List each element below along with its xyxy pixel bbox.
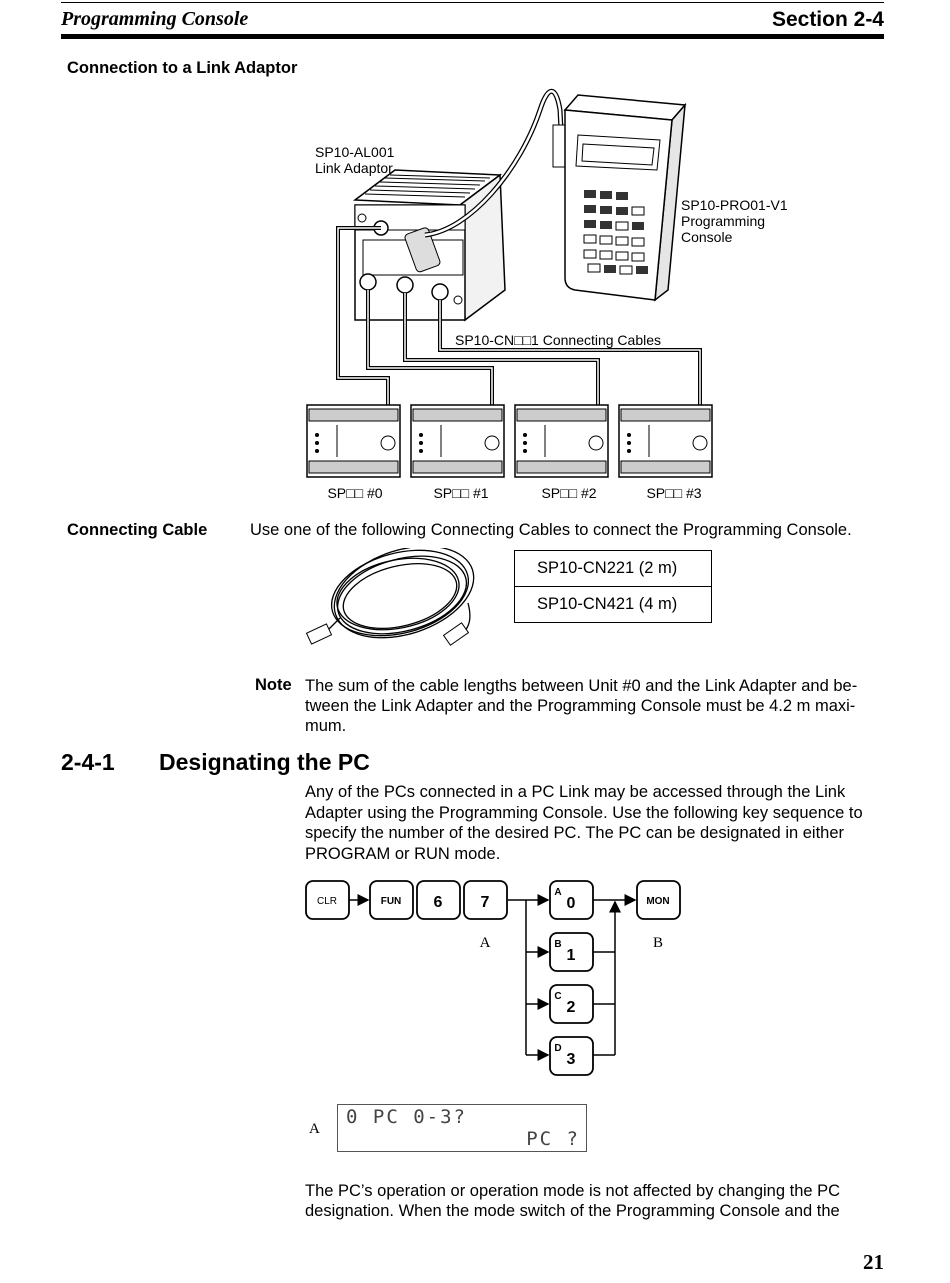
- unit-label-0: SP□□ #0: [327, 485, 382, 501]
- six-key: [416, 880, 461, 920]
- lcd-line-2: PC ?: [526, 1128, 580, 1150]
- cable-table: SP10-CN221 (2 m) SP10-CN421 (4 m): [514, 550, 712, 623]
- link-adaptor-device: [352, 169, 506, 322]
- section-para-line-3: specify the number of the desired PC. Th…: [305, 824, 845, 842]
- console-label-line1: SP10-PRO01-V1: [681, 197, 788, 213]
- section-para-line-1: Any of the PCs connected in a PC Link ma…: [305, 783, 846, 801]
- console-cable-plug: [552, 124, 566, 168]
- fun-key-label: FUN: [381, 896, 402, 907]
- sp-unit-0: [306, 404, 401, 478]
- link-adaptor-illustration: SP10-AL001 Link Adaptor SP10-PRO01-V1 Pr…: [306, 88, 788, 501]
- seven-key: [463, 880, 508, 920]
- seven-key-label: 7: [481, 894, 490, 911]
- three-key-sup: D: [554, 1043, 561, 1054]
- mon-key-label: MON: [646, 896, 669, 907]
- sp-unit-2: [514, 404, 609, 478]
- two-key-sup: C: [554, 991, 561, 1002]
- section-number: 2-4-1: [61, 749, 115, 775]
- mon-key: [636, 880, 681, 920]
- cables-label: SP10-CN□□1 Connecting Cables: [455, 332, 661, 348]
- clr-key-label: CLR: [317, 896, 337, 907]
- zero-key-sup: A: [554, 887, 561, 898]
- note-line-1: The sum of the cable lengths between Uni…: [305, 677, 858, 695]
- connecting-cable-intro: Use one of the following Connecting Cabl…: [250, 521, 852, 539]
- adaptor-label-line1: SP10-AL001: [315, 144, 395, 160]
- label-a: A: [480, 935, 491, 951]
- unit-label-1: SP□□ #1: [433, 485, 488, 501]
- sp-unit-3: [618, 404, 713, 478]
- connecting-cable-heading: Connecting Cable: [67, 521, 208, 539]
- header-rule: [61, 34, 884, 39]
- three-key-label: 3: [567, 1051, 576, 1068]
- section-title: Designating the PC: [159, 749, 370, 775]
- display-label: A: [309, 1121, 320, 1137]
- zero-key-label: 0: [567, 895, 576, 912]
- note-line-3: mum.: [305, 717, 347, 735]
- cable-cell: SP10-CN421 (4 m): [514, 586, 712, 623]
- link-adaptor-heading: Connection to a Link Adaptor: [67, 59, 298, 77]
- cable-coil-illustration: [305, 548, 475, 646]
- console-label-line3: Console: [681, 229, 733, 245]
- note-label: Note: [255, 676, 292, 694]
- page-number: 21: [863, 1250, 884, 1274]
- closing-line-2: designation. When the mode switch of the…: [305, 1202, 840, 1220]
- two-key: [549, 984, 594, 1024]
- header-top-rule: [61, 2, 884, 3]
- lcd-line-1: 0 PC 0-3?: [346, 1106, 467, 1128]
- key-sequence-diagram: CLR FUN 6 7 MON A 0 B 1 C 2 D 3 A B: [305, 880, 681, 1076]
- one-key-label: 1: [567, 947, 576, 964]
- six-key-label: 6: [434, 894, 443, 911]
- closing-line-1: The PC’s operation or operation mode is …: [305, 1182, 841, 1200]
- programming-console-device: [563, 94, 687, 302]
- lcd-display: 0 PC 0-3? PC ?: [337, 1104, 587, 1152]
- header-title: Programming Console: [61, 8, 249, 30]
- three-key: [549, 1036, 594, 1076]
- cable-cell: SP10-CN221 (2 m): [514, 550, 712, 587]
- sp-unit-1: [410, 404, 505, 478]
- table-row: SP10-CN421 (4 m): [514, 586, 712, 623]
- table-row: SP10-CN221 (2 m): [514, 550, 712, 587]
- one-key-sup: B: [554, 939, 561, 950]
- clr-key: [305, 880, 350, 920]
- note-line-2: tween the Link Adapter and the Programmi…: [305, 697, 856, 715]
- zero-key: [549, 880, 594, 920]
- console-label-line2: Programming: [681, 213, 765, 229]
- fun-key: [369, 880, 414, 920]
- section-para-line-4: PROGRAM or RUN mode.: [305, 845, 501, 863]
- unit-label-2: SP□□ #2: [541, 485, 596, 501]
- unit-label-3: SP□□ #3: [646, 485, 701, 501]
- one-key: [549, 932, 594, 972]
- two-key-label: 2: [567, 999, 576, 1016]
- section-para-line-2: Adapter using the Programming Console. U…: [305, 804, 863, 822]
- label-b: B: [653, 935, 663, 951]
- adaptor-label-line2: Link Adaptor: [315, 160, 393, 176]
- header-section: Section 2-4: [771, 8, 884, 31]
